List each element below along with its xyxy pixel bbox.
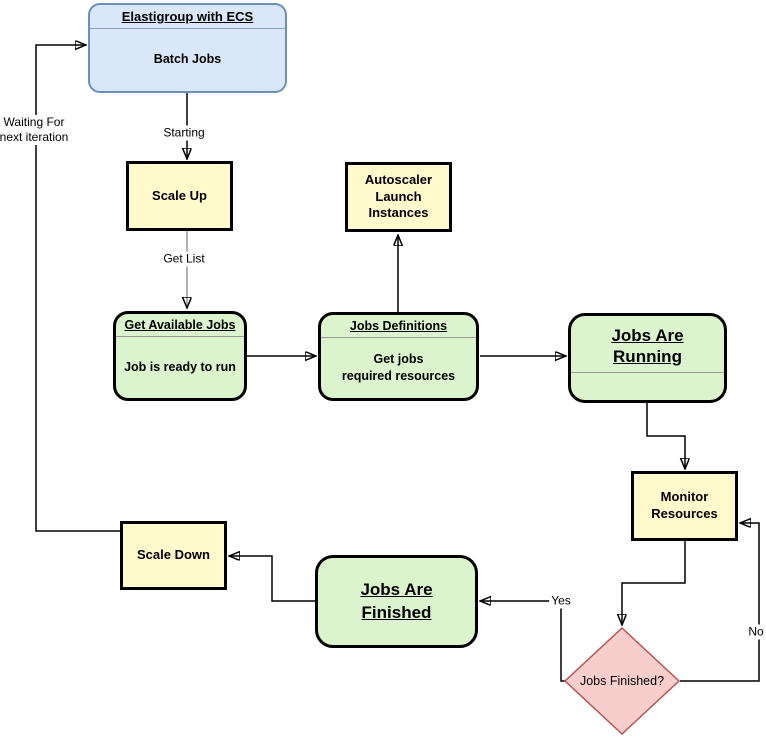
edge-label-get-list: Get List	[161, 251, 207, 267]
edge-no-loop	[680, 523, 760, 682]
decision-jobs-finished-label: Jobs Finished?	[579, 674, 665, 688]
node-jobs-definitions[interactable]: Jobs Definitions Get jobs required resou…	[318, 312, 479, 401]
node-jobs-definitions-title: Jobs Definitions	[321, 315, 476, 338]
node-autoscaler-launch-instances[interactable]: Autoscaler Launch Instances	[345, 162, 452, 232]
node-monitor-resources[interactable]: Monitor Resources	[631, 471, 738, 541]
edge-label-starting: Starting	[161, 125, 207, 141]
node-elastigroup-with-ecs[interactable]: Elastigroup with ECS Batch Jobs	[88, 3, 287, 93]
node-jobs-running-body	[571, 373, 724, 400]
edge-waiting-loop	[35, 45, 120, 532]
node-scale-up[interactable]: Scale Up	[126, 161, 233, 231]
node-jobs-are-running[interactable]: Jobs Are Running	[568, 313, 727, 403]
node-elastigroup-body: Batch Jobs	[153, 52, 222, 67]
edge-label-yes: Yes	[549, 593, 573, 609]
node-scale-down[interactable]: Scale Down	[120, 521, 227, 590]
node-get-available-body: Job is ready to run	[124, 359, 236, 374]
edge-running-to-monitor	[646, 403, 685, 468]
node-autoscaler-label: Autoscaler Launch Instances	[364, 171, 433, 221]
node-jobs-definitions-body: Get jobs required resources	[341, 351, 456, 384]
decision-jobs-finished-shape[interactable]	[563, 626, 681, 736]
edge-label-waiting: Waiting For next iteration	[0, 115, 71, 145]
edge-monitor-to-decision	[622, 541, 686, 624]
node-jobs-running-title: Jobs Are Running	[571, 316, 724, 373]
node-jobs-are-finished[interactable]: Jobs Are Finished	[315, 555, 478, 648]
node-monitor-label: Monitor Resources	[651, 489, 718, 521]
node-scale-up-label: Scale Up	[152, 187, 207, 203]
edge-yes-to-finished	[481, 601, 566, 682]
node-elastigroup-title: Elastigroup with ECS	[90, 5, 285, 29]
node-scale-down-label: Scale Down	[137, 547, 210, 563]
node-jobs-finished-label: Jobs Are Finished	[360, 580, 433, 622]
edge-label-no: No	[746, 624, 766, 640]
node-get-available-title: Get Available Jobs	[116, 314, 244, 337]
edge-finished-to-scale-down	[230, 556, 315, 602]
node-get-available-jobs[interactable]: Get Available Jobs Job is ready to run	[113, 311, 247, 401]
